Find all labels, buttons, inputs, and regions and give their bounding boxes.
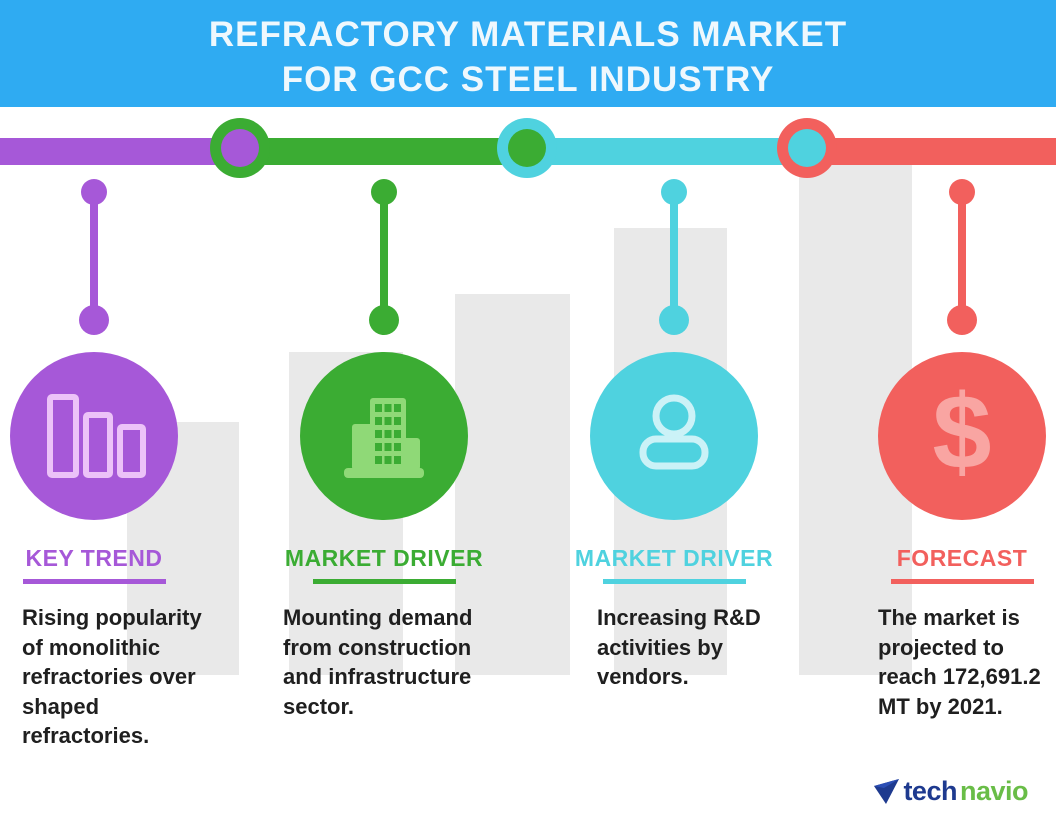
timeline-junction-2 xyxy=(497,118,557,178)
column-body: The market is projected to reach 172,691… xyxy=(878,605,1041,719)
connector-bottom-dot xyxy=(369,305,399,335)
timeline-junction-3 xyxy=(777,118,837,178)
person-icon xyxy=(639,394,709,470)
page-title: REFRACTORY MATERIALS MARKET FOR GCC STEE… xyxy=(208,15,848,99)
timeline-junction-1 xyxy=(210,118,270,178)
bar-chart-icon xyxy=(47,394,146,478)
market-driver-2-circle xyxy=(590,352,758,520)
heading-underline xyxy=(313,579,456,584)
logo-text-tech: tech xyxy=(903,775,957,806)
connector-bottom-dot xyxy=(947,305,977,335)
logo-text-navio: navio xyxy=(959,775,1029,806)
key-trend-circle xyxy=(10,352,178,520)
technavio-logo: tech navio xyxy=(873,775,1029,806)
technavio-arrow-icon xyxy=(874,778,900,804)
connector-bottom-dot xyxy=(79,305,109,335)
building-icon xyxy=(344,398,424,478)
connector-line xyxy=(670,192,678,322)
heading-underline xyxy=(603,579,746,584)
column-body: Rising popularity of monolithic refracto… xyxy=(22,605,202,748)
timeline-junction-1-core xyxy=(221,129,259,167)
timeline-segment-purple xyxy=(0,138,240,165)
heading-underline xyxy=(891,579,1034,584)
connector-line xyxy=(380,192,388,322)
timeline-junction-2-core xyxy=(508,129,546,167)
column-heading: MARKET DRIVER xyxy=(284,545,484,571)
column-body: Increasing R&D activities by vendors. xyxy=(597,605,761,689)
banner: REFRACTORY MATERIALS MARKET FOR GCC STEE… xyxy=(0,0,1056,107)
timeline-segment-cyan xyxy=(527,138,807,165)
timeline-segment-green xyxy=(240,138,527,165)
timeline-junction-3-core xyxy=(788,129,826,167)
heading-underline xyxy=(23,579,166,584)
timeline-segment-red xyxy=(807,138,1056,165)
column-heading: FORECAST xyxy=(896,545,1028,571)
column-heading: MARKET DRIVER xyxy=(574,545,774,571)
background-bar-3 xyxy=(455,294,570,675)
dollar-icon: $ xyxy=(932,373,992,491)
market-driver-1-circle xyxy=(300,352,468,520)
column-body: Mounting demand from construction and in… xyxy=(283,605,473,719)
forecast-circle: $ xyxy=(878,352,1046,520)
column-heading: KEY TREND xyxy=(25,545,163,571)
connector-line xyxy=(90,192,98,322)
connector-bottom-dot xyxy=(659,305,689,335)
connector-line xyxy=(958,192,966,322)
